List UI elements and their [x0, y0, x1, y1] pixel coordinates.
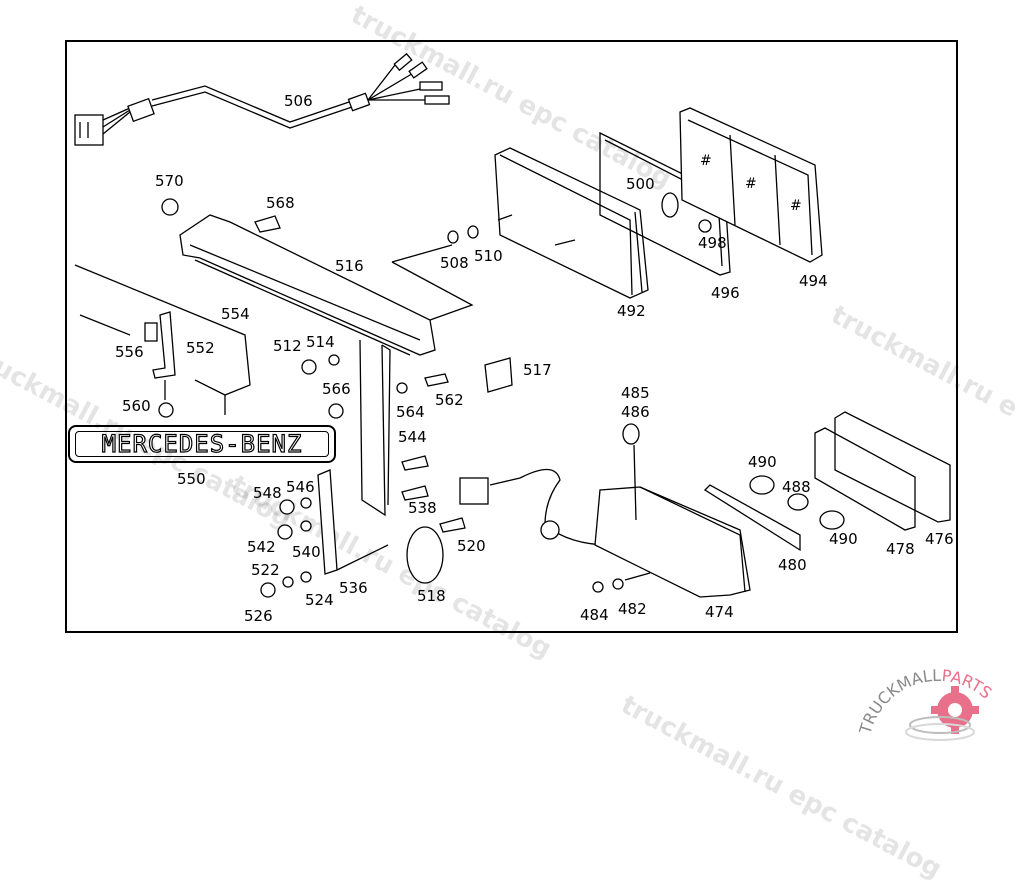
- diagram-frame: [65, 40, 958, 633]
- part-label[interactable]: 516: [335, 257, 364, 275]
- part-label[interactable]: 492: [617, 302, 646, 320]
- part-label[interactable]: 506: [284, 92, 313, 110]
- part-label[interactable]: 488: [782, 478, 811, 496]
- part-label[interactable]: 544: [398, 428, 427, 446]
- wiring-harness: [74, 52, 450, 146]
- part-label[interactable]: 494: [799, 272, 828, 290]
- part-label[interactable]: 485: [621, 384, 650, 402]
- part-label[interactable]: 552: [186, 339, 215, 357]
- part-label[interactable]: 524: [305, 591, 334, 609]
- part-label[interactable]: 518: [417, 587, 446, 605]
- cover-disc: [406, 526, 444, 584]
- part-label[interactable]: 517: [523, 361, 552, 379]
- part-label[interactable]: 566: [322, 380, 351, 398]
- part-label[interactable]: 556: [115, 343, 144, 361]
- part-label[interactable]: 548: [253, 484, 282, 502]
- part-label[interactable]: 508: [440, 254, 469, 272]
- gear-logo-icon: TRUCKMALLPARTS: [855, 666, 995, 741]
- bolt: [254, 215, 281, 233]
- part-label[interactable]: 476: [925, 530, 954, 548]
- part-label[interactable]: 554: [221, 305, 250, 323]
- svg-text:TRUCKMALLPARTS: TRUCKMALLPARTS: [855, 666, 995, 737]
- part-label[interactable]: 478: [886, 540, 915, 558]
- part-label[interactable]: 522: [251, 561, 280, 579]
- part-label[interactable]: 540: [292, 543, 321, 561]
- lamp-gasket: [814, 427, 916, 531]
- part-label[interactable]: 564: [396, 403, 425, 421]
- part-label[interactable]: 542: [247, 538, 276, 556]
- part-label[interactable]: 546: [286, 478, 315, 496]
- lamp-lens: # # #: [679, 107, 823, 263]
- svg-text:#: #: [745, 176, 757, 192]
- part-label[interactable]: 510: [474, 247, 503, 265]
- part-label[interactable]: 514: [306, 333, 335, 351]
- part-label[interactable]: 500: [626, 175, 655, 193]
- part-label[interactable]: 536: [339, 579, 368, 597]
- part-label[interactable]: 482: [618, 600, 647, 618]
- truckmall-parts-logo: TRUCKMALLPARTS: [855, 650, 1020, 750]
- lamp-lens-2: [834, 411, 951, 523]
- bracket: [179, 214, 436, 517]
- part-label[interactable]: 570: [155, 172, 184, 190]
- part-label[interactable]: 490: [748, 453, 777, 471]
- part-label[interactable]: 562: [435, 391, 464, 409]
- part-label[interactable]: 538: [408, 499, 437, 517]
- part-label[interactable]: 486: [621, 403, 650, 421]
- part-label[interactable]: 484: [580, 606, 609, 624]
- part-label[interactable]: 498: [698, 234, 727, 252]
- part-label[interactable]: 496: [711, 284, 740, 302]
- part-label[interactable]: 568: [266, 194, 295, 212]
- emblem: MERCEDES-BENZ: [68, 425, 336, 463]
- nut: [161, 198, 179, 216]
- parts-drawing: # # #: [74, 52, 951, 598]
- part-label[interactable]: 480: [778, 556, 807, 574]
- part-label[interactable]: 512: [273, 337, 302, 355]
- svg-text:#: #: [790, 198, 802, 214]
- part-label[interactable]: 560: [122, 397, 151, 415]
- rear-lamp: [594, 486, 751, 598]
- emblem-text: MERCEDES-BENZ: [101, 429, 303, 458]
- part-label[interactable]: 526: [244, 607, 273, 625]
- part-label[interactable]: 490: [829, 530, 858, 548]
- lamp-housing: [494, 147, 649, 299]
- part-label[interactable]: 520: [457, 537, 486, 555]
- part-label[interactable]: 474: [705, 603, 734, 621]
- part-label[interactable]: 550: [177, 470, 206, 488]
- svg-text:#: #: [700, 153, 712, 169]
